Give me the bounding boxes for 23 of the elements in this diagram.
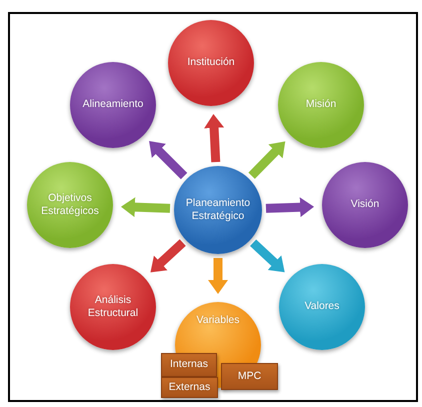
block-arrow (208, 258, 228, 294)
block-arrow (204, 114, 224, 162)
variable-box (161, 353, 217, 377)
block-arrow (250, 239, 285, 272)
node-text: Institución (187, 56, 235, 70)
node-text: MPC (238, 370, 262, 384)
variable-box (221, 363, 278, 390)
variable-box (161, 377, 218, 398)
node-text: Externas (168, 380, 210, 394)
block-arrow (248, 141, 286, 179)
block-arrow (120, 197, 170, 218)
node-text: Misión (306, 98, 336, 112)
node-text: Planeamiento Estratégico (184, 196, 252, 224)
node-text: Visión (350, 198, 380, 212)
node-text: Variables (196, 314, 240, 328)
node-text: Alineamiento (82, 98, 144, 112)
block-arrow (149, 141, 188, 180)
node-text: Objetivos Estratégicos (40, 192, 100, 218)
node-text: Valores (304, 300, 340, 314)
node-text: Internas (170, 358, 208, 372)
node-text: Análisis Estructural (86, 294, 140, 320)
block-arrow (150, 239, 186, 272)
block-arrow (266, 197, 314, 218)
